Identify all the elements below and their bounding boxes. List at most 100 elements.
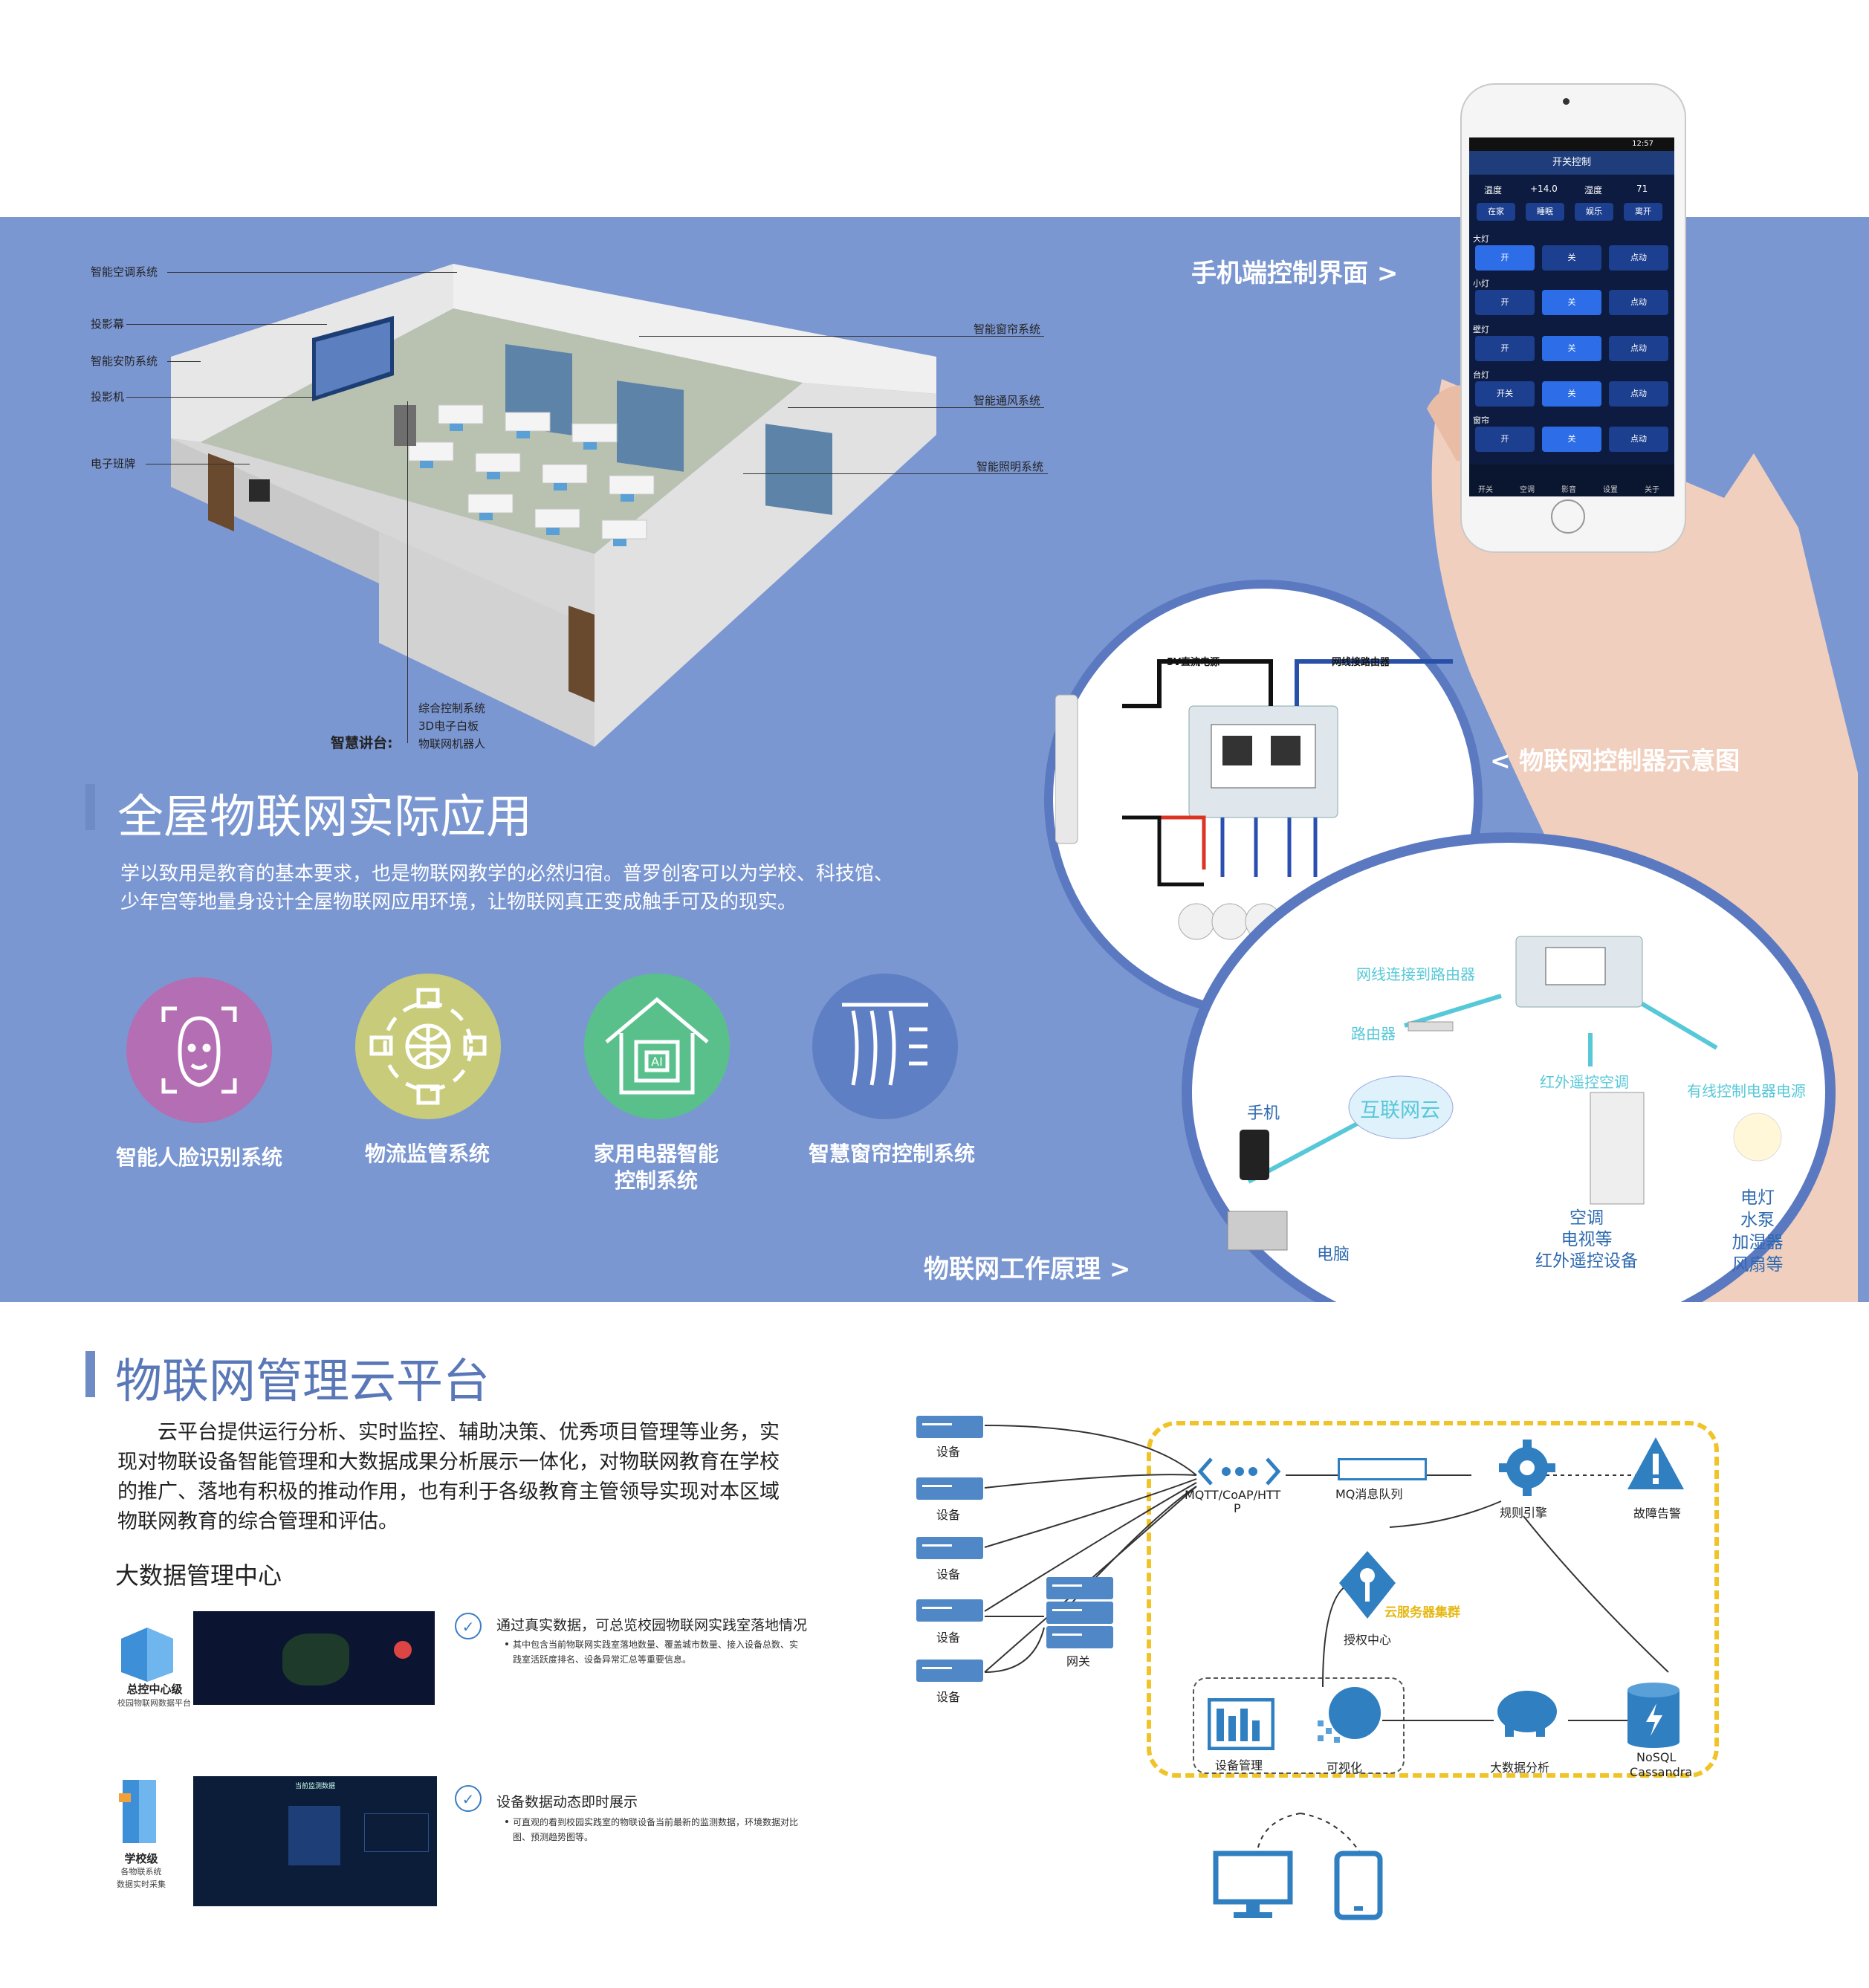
- label-computer: 电脑: [1317, 1246, 1350, 1264]
- mode-entertain[interactable]: 娱乐: [1575, 203, 1613, 221]
- caption-iot-principle: 物联网工作原理 >: [924, 1254, 1131, 1284]
- status-time: 12:57: [1469, 137, 1674, 151]
- group-label-main-light: 大灯: [1473, 234, 1489, 244]
- wired-line-4: 风扇等: [1732, 1255, 1784, 1275]
- mode-away[interactable]: 离开: [1624, 203, 1662, 221]
- wall-light-on-button[interactable]: 开: [1475, 336, 1535, 361]
- main-light-off-button[interactable]: 关: [1542, 245, 1601, 271]
- auth-center-label: 授权中心: [1344, 1633, 1392, 1647]
- label-smart-ac: 智能空调系统: [91, 265, 158, 279]
- phone-camera: [1563, 98, 1570, 105]
- main-light-on-button[interactable]: 开: [1475, 245, 1535, 271]
- wired-device-list: 电灯 水泵 加湿器 风扇等: [1702, 1187, 1813, 1276]
- label-projector: 投影机: [91, 390, 125, 404]
- desk-lamp-off-button[interactable]: 关: [1542, 381, 1601, 407]
- caption-controller-diagram: < 物联网控制器示意图: [1490, 746, 1740, 775]
- label-smart-podium: 智慧讲台:: [331, 735, 393, 751]
- small-light-off-button[interactable]: 关: [1542, 290, 1601, 315]
- tab-switch[interactable]: 开关: [1478, 486, 1493, 494]
- wall-light-off-button[interactable]: 关: [1542, 336, 1601, 361]
- tab-about[interactable]: 关于: [1645, 486, 1659, 494]
- visualization-icon: [1318, 1687, 1381, 1743]
- section-intro-line2: 少年宫等地量身设计全屋物联网应用环境，让物联网真正变成触手可及的现实。: [120, 891, 797, 913]
- app-layer-boundary: [1193, 1677, 1405, 1774]
- level-2-detail: 可直观的看到校园实践室的物联设备当前最新的监测数据，环境数据对比 图、预测趋势图…: [513, 1815, 798, 1845]
- label-home-appliance: 家用电器智能 控制系统: [593, 1142, 719, 1193]
- device-3-icon: [916, 1537, 983, 1559]
- classroom-3d-illustration: [171, 264, 936, 747]
- smart-home-ai-icon: AI: [584, 974, 730, 1119]
- band-bottom-mask: [0, 1302, 1869, 1376]
- small-light-on-button[interactable]: 开: [1475, 290, 1535, 315]
- intro-line-4: 物联网教育的综合管理和评估。: [117, 1510, 398, 1533]
- dashboard-screenshot-2: 当前监测数据: [193, 1776, 437, 1906]
- curtain-pulse-button[interactable]: 点动: [1609, 427, 1668, 452]
- svg-text:AI: AI: [651, 1055, 663, 1069]
- curtain-open-button[interactable]: 开: [1475, 427, 1535, 452]
- podium-item-control: 综合控制系统: [418, 702, 486, 715]
- monitor-screen-title: 当前监测数据: [294, 1783, 335, 1790]
- phone-screen: 12:57 开关控制 温度 +14.0 湿度 71 在家 睡眠 娱乐 离开 大灯…: [1469, 137, 1674, 496]
- level-1-detail: 其中包含当前物联网实践室落地数量、覆盖城市数量、接入设备总数、实 践室活跃度排名…: [513, 1637, 798, 1667]
- label-5v-power: 5V直流电源: [1167, 657, 1220, 668]
- podium-item-robot: 物联网机器人: [418, 737, 486, 751]
- device-management-label: 设备管理: [1215, 1758, 1263, 1772]
- gateway-icon: [1046, 1602, 1113, 1624]
- group-label-curtain: 窗帘: [1473, 415, 1489, 425]
- label-smart-curtain-system: 智慧窗帘控制系统: [808, 1142, 975, 1166]
- logistics-globe-icon: [355, 974, 501, 1119]
- label-projection-screen: 投影幕: [91, 317, 125, 331]
- desk-lamp-switch-button[interactable]: 开关: [1475, 381, 1535, 407]
- curtain-close-button[interactable]: 关: [1542, 427, 1601, 452]
- tab-media[interactable]: 影音: [1561, 486, 1576, 494]
- face-recognition-icon: [126, 977, 272, 1123]
- small-light-pulse-button[interactable]: 点动: [1609, 290, 1668, 315]
- label-wired-control: 有线控制电器电源: [1687, 1082, 1806, 1100]
- label-router-cable: 网线接路由器: [1332, 657, 1390, 668]
- device-3-label: 设备: [936, 1567, 961, 1581]
- label-router-link: 网线连接到路由器: [1356, 965, 1475, 983]
- intro-line-2: 现对物联设备智能管理和大数据成果分析展示一体化，对物联网教育在学校: [117, 1451, 780, 1474]
- level-2-desc-line2: 数据实时采集: [117, 1879, 166, 1889]
- ac-line-1: 空调: [1570, 1208, 1604, 1228]
- tab-settings[interactable]: 设置: [1603, 486, 1618, 494]
- visualization-label: 可视化: [1327, 1761, 1363, 1775]
- label-e-classboard: 电子班牌: [91, 457, 136, 470]
- level-1-detail-line2: 践室活跃度排名、设备异常汇总等重要信息。: [513, 1654, 692, 1665]
- label-logistics: 物流监管系统: [364, 1142, 490, 1166]
- main-light-pulse-button[interactable]: 点动: [1609, 245, 1668, 271]
- principle-arrows: [1227, 936, 1782, 1251]
- protocol-code-icon: [1197, 1457, 1281, 1486]
- device-5-label: 设备: [936, 1690, 961, 1704]
- group-label-desk-lamp: 台灯: [1473, 370, 1489, 380]
- podium-item-whiteboard: 3D电子白板: [418, 719, 479, 733]
- section-title-whole-house-iot: 全屋物联网实际应用: [117, 789, 533, 844]
- intro-line-1: 云平台提供运行分析、实时监控、辅助决策、优秀项目管理等业务，实: [158, 1421, 780, 1444]
- phone-header: 开关控制: [1469, 151, 1674, 175]
- wall-light-pulse-button[interactable]: 点动: [1609, 336, 1668, 361]
- mode-home[interactable]: 在家: [1477, 203, 1515, 221]
- mode-sleep[interactable]: 睡眠: [1526, 203, 1564, 221]
- tablet-icon: [1334, 1851, 1383, 1920]
- tab-ac[interactable]: 空调: [1520, 486, 1535, 494]
- wired-line-1: 电灯: [1740, 1188, 1775, 1208]
- section-accent-bar-2: [85, 1351, 95, 1397]
- ac-line-3: 红外遥控设备: [1535, 1252, 1638, 1271]
- level-2-desc: 各物联系统 数据实时采集: [104, 1865, 178, 1891]
- group-label-small-light: 小灯: [1473, 279, 1489, 288]
- level-2-name: 学校级: [124, 1852, 158, 1865]
- device-4-icon: [916, 1599, 983, 1622]
- label-smart-ventilation: 智能通风系统: [974, 394, 1041, 407]
- bullet-dot: [505, 1642, 508, 1645]
- phone-home-button[interactable]: [1551, 499, 1585, 534]
- building-icon: [121, 1628, 173, 1682]
- level-1-name: 总控中心级: [126, 1683, 183, 1696]
- section-title-cloud-platform: 物联网管理云平台: [115, 1354, 490, 1408]
- label-internet-cloud: 互联网云: [1360, 1099, 1440, 1122]
- env-humidity-label: 湿度: [1584, 185, 1603, 195]
- checkmark-icon: ✓: [455, 1613, 482, 1639]
- desk-lamp-pulse-button[interactable]: 点动: [1609, 381, 1668, 407]
- architecture-connectors: [984, 1425, 1669, 1866]
- checkmark-icon: ✓: [455, 1785, 482, 1812]
- device-management-icon: [1208, 1698, 1274, 1750]
